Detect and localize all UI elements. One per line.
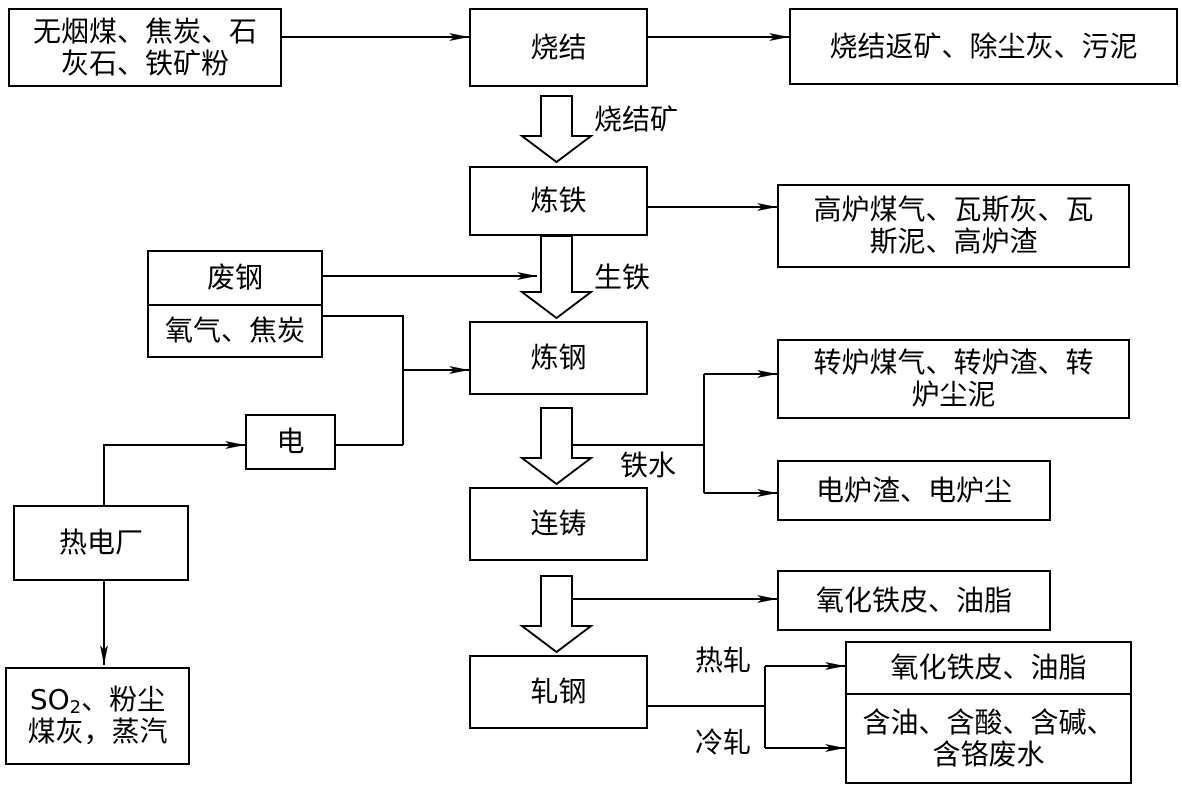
steelmaking-box: 炼钢 <box>469 321 648 395</box>
ironmaking-box: 炼铁 <box>469 166 648 236</box>
flow-arrow-sinter <box>519 95 594 164</box>
pig-iron-label: 生铁 <box>594 261 651 294</box>
sintering-box: 烧结 <box>469 8 648 87</box>
connector-oxygen-line <box>323 315 404 445</box>
arrow-plant-to-electric <box>103 441 245 505</box>
emissions-line1: SO2、粉尘 <box>29 683 166 718</box>
flow-arrow-iron <box>519 235 594 320</box>
electricity-label: 电 <box>276 425 305 458</box>
power-plant-box: 热电厂 <box>13 505 189 581</box>
sinter-waste-label: 烧结返矿、除尘灰、污泥 <box>829 29 1138 63</box>
rolling-waste-box: 氧化铁皮、油脂 含油、含酸、含碱、 含铬废水 <box>845 641 1132 784</box>
steelmaking-label: 炼钢 <box>530 341 587 374</box>
blast-furnace-waste-box: 高炉煤气、瓦斯灰、瓦 斯泥、高炉渣 <box>777 184 1130 268</box>
cold-rolling-label: 冷轧 <box>695 726 752 759</box>
casting-waste-label: 氧化铁皮、油脂 <box>815 583 1012 617</box>
scrap-oxygen-box: 废钢 氧气、焦炭 <box>147 250 323 358</box>
sintering-label: 烧结 <box>530 30 587 64</box>
hot-roll-waste-cell: 氧化铁皮、油脂 <box>847 643 1130 693</box>
hot-roll-waste-label: 氧化铁皮、油脂 <box>890 651 1087 684</box>
continuous-casting-label: 连铸 <box>530 507 587 540</box>
casting-waste-box: 氧化铁皮、油脂 <box>777 570 1051 631</box>
converter-waste-line1: 转炉煤气、转炉渣、转 <box>813 346 1094 379</box>
cold-roll-waste-line1: 含油、含酸、含碱、 <box>862 705 1115 739</box>
rolling-box: 轧钢 <box>469 655 648 729</box>
oxygen-coke-cell: 氧气、焦炭 <box>149 304 321 356</box>
electricity-box: 电 <box>245 414 336 470</box>
rolling-label: 轧钢 <box>530 675 587 708</box>
converter-waste-box: 转炉煤气、转炉渣、转 炉尘泥 <box>777 339 1130 419</box>
sinter-waste-box: 烧结返矿、除尘灰、污泥 <box>789 8 1178 85</box>
raw-materials-box: 无烟煤、焦炭、石 灰石、铁矿粉 <box>8 8 282 87</box>
cold-roll-waste-cell: 含油、含酸、含碱、 含铬废水 <box>847 693 1130 782</box>
oxygen-coke-label: 氧气、焦炭 <box>164 314 305 347</box>
ironmaking-label: 炼铁 <box>530 184 587 217</box>
power-plant-emissions-box: SO2、粉尘 煤灰，蒸汽 <box>5 667 190 765</box>
power-plant-label: 热电厂 <box>58 526 143 559</box>
scrap-steel-cell: 废钢 <box>149 252 321 304</box>
hot-rolling-label: 热轧 <box>695 644 752 677</box>
cold-roll-waste-line2: 含铬废水 <box>932 737 1045 771</box>
sinter-ore-label: 烧结矿 <box>594 103 679 136</box>
scrap-steel-label: 废钢 <box>206 261 263 294</box>
blast-furnace-waste-line2: 斯泥、高炉渣 <box>869 225 1038 258</box>
eaf-waste-box: 电炉渣、电炉尘 <box>777 460 1051 521</box>
continuous-casting-box: 连铸 <box>469 487 648 561</box>
molten-iron-label: 铁水 <box>620 449 677 482</box>
flow-arrow-cast <box>519 575 594 654</box>
raw-materials-line1: 无烟煤、焦炭、石 <box>32 14 257 48</box>
emissions-line2: 煤灰，蒸汽 <box>27 715 168 748</box>
flow-arrow-steel <box>519 407 594 486</box>
converter-waste-line2: 炉尘泥 <box>911 378 996 411</box>
raw-materials-line2: 灰石、铁矿粉 <box>60 46 229 80</box>
eaf-waste-label: 电炉渣、电炉尘 <box>815 473 1012 507</box>
blast-furnace-waste-line1: 高炉煤气、瓦斯灰、瓦 <box>813 193 1094 226</box>
